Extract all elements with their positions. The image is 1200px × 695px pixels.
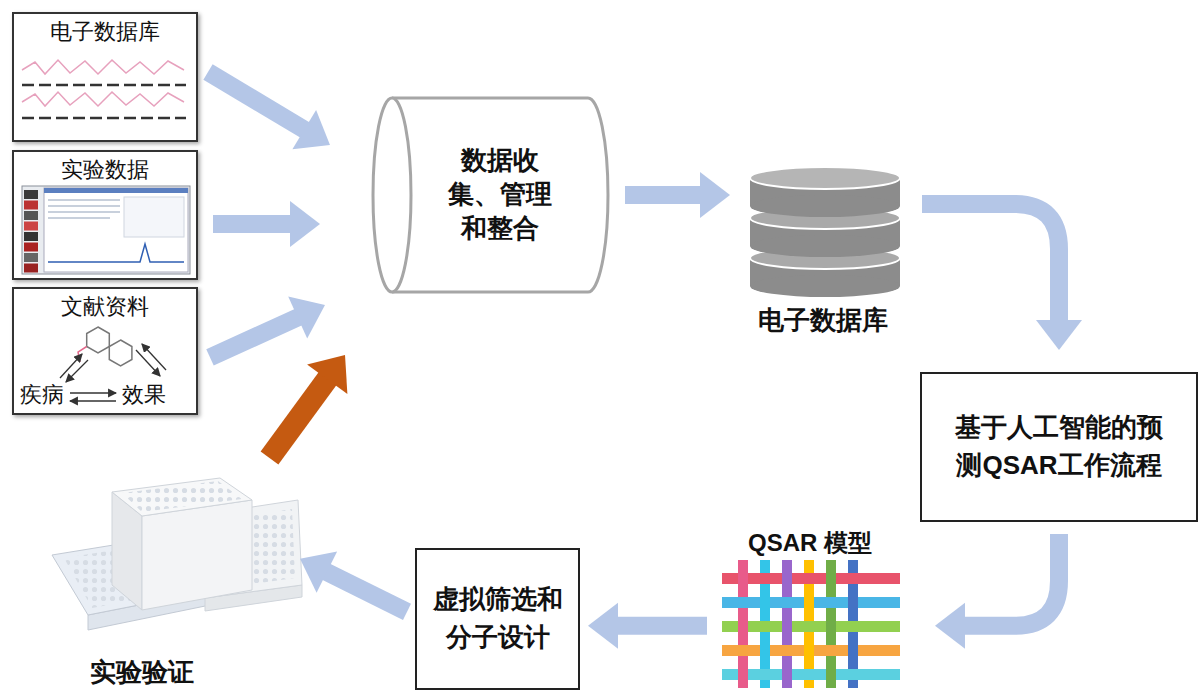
source-panel: 文献资料疾病 效果 <box>12 287 198 415</box>
node-label: 基于人工智能的预测QSAR工作流程 <box>951 409 1167 484</box>
panel-title: 文献资料 <box>61 294 149 320</box>
arrow-shaft <box>208 72 306 131</box>
arrow-shaft <box>325 571 407 612</box>
arrow-shaft <box>210 317 300 358</box>
arrow-head <box>290 201 320 247</box>
arrow-shaft <box>270 378 329 458</box>
flow-arrow <box>300 552 407 612</box>
cylinder-cap <box>373 98 411 292</box>
storage-cylinder: 数据收集、管理和整合 <box>370 95 610 295</box>
process-box: 虚拟筛选和分子设计 <box>415 548 580 690</box>
node-label: 实验验证 <box>90 657 194 688</box>
source-panel: 电子数据库 <box>12 12 198 142</box>
label-row: 疾病 效果 <box>14 382 196 413</box>
arrow-head <box>292 110 330 149</box>
assay-plates <box>52 478 302 630</box>
source-panel: 实验数据 <box>12 150 198 280</box>
model-icon: QSAR 模型 <box>715 530 905 695</box>
node-label: 虚拟筛选和分子设计 <box>430 581 566 656</box>
arrow-shaft <box>963 534 1059 626</box>
flow-arrow <box>935 534 1059 649</box>
flow-arrow <box>922 204 1082 350</box>
flow-arrow <box>213 201 320 247</box>
flow-arrow <box>625 172 730 218</box>
software-screenshot <box>22 186 190 274</box>
arrow-shaft <box>922 204 1059 322</box>
node-label: 电子数据库 <box>758 305 888 336</box>
cylinder-body <box>392 98 608 292</box>
flow-arrow <box>270 355 348 458</box>
arrow-head <box>588 603 618 649</box>
arrow-shaft <box>625 186 702 204</box>
node-label: 数据收集、管理和整合 <box>447 144 554 245</box>
arrow-head <box>288 297 325 339</box>
flow-arrow <box>588 603 707 649</box>
flow-arrow <box>208 72 330 149</box>
database-stack <box>750 167 900 297</box>
arrow-shaft <box>616 617 707 635</box>
arrow-head <box>935 603 965 649</box>
spectra-figure <box>22 60 186 118</box>
model-grid <box>722 560 900 688</box>
assay-plates-node: 实验验证 <box>40 470 310 692</box>
relation-label: 疾病 <box>20 382 64 408</box>
process-box: 基于人工智能的预测QSAR工作流程 <box>920 372 1198 522</box>
node-label: QSAR 模型 <box>748 530 872 556</box>
arrow-head <box>307 355 347 394</box>
arrow-shaft <box>213 215 292 233</box>
database-icon: 电子数据库 <box>735 160 910 336</box>
panel-title: 电子数据库 <box>50 19 160 45</box>
arrow-head <box>300 552 337 593</box>
arrow-head <box>1036 320 1082 350</box>
flow-arrow <box>210 297 325 358</box>
panel-title: 实验数据 <box>61 157 149 183</box>
arrow-head <box>700 172 730 218</box>
relation-label: 效果 <box>122 382 166 408</box>
